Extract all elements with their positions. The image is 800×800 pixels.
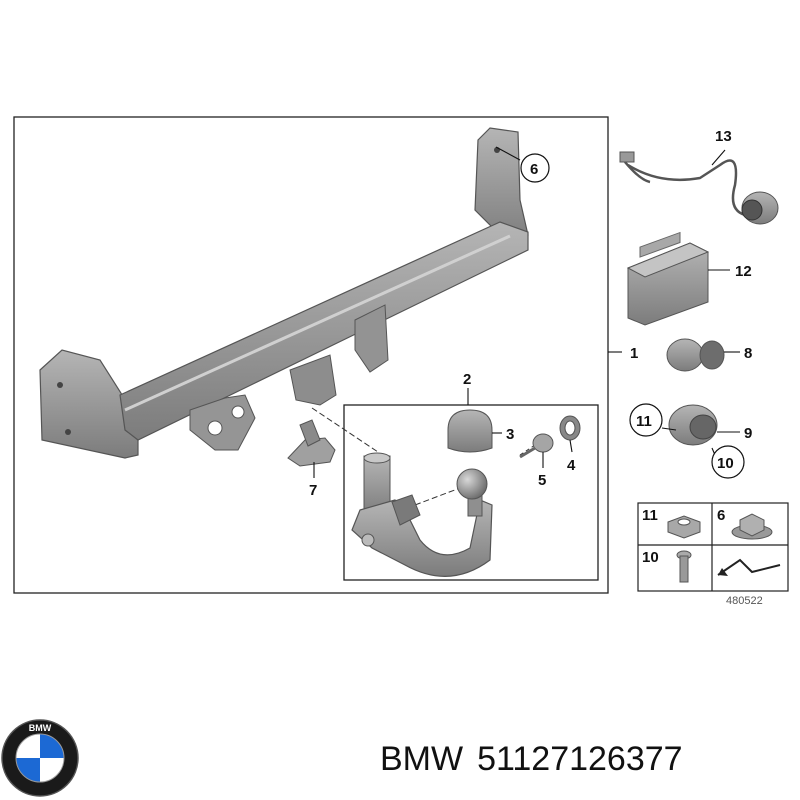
callout-4: 4	[567, 457, 576, 474]
callout-1: 1	[630, 345, 638, 362]
callout-12: 12	[735, 263, 752, 280]
legend-seal-icon	[717, 558, 781, 576]
part-13-wiring-harness	[619, 151, 779, 225]
part-9-socket	[668, 404, 718, 446]
leader-lines	[313, 146, 740, 478]
legend-nut-icon	[667, 515, 701, 539]
legend-flange-nut-icon	[731, 513, 773, 540]
callout-6: 6	[530, 161, 538, 178]
callout-11: 11	[636, 413, 652, 430]
legend-6: 6	[717, 507, 725, 524]
callout-7: 7	[309, 482, 317, 499]
callout-3: 3	[506, 426, 514, 443]
reference-number: 480522	[726, 595, 763, 607]
guide-line-3	[519, 444, 536, 456]
bmw-logo-lettering: BMW	[29, 723, 52, 733]
tow-bar-crossbeam	[39, 127, 529, 459]
part-12-control-module	[626, 231, 710, 326]
part-7-bracket	[287, 419, 336, 467]
bmw-logo: BMW	[1, 719, 79, 797]
callout-2: 2	[463, 371, 471, 388]
part-5-lock-bolt	[519, 433, 554, 459]
legend-grid	[637, 502, 789, 592]
guide-line-2	[414, 487, 461, 506]
part-8-socket	[666, 338, 725, 372]
callout-5: 5	[538, 472, 546, 489]
part-2-tow-hook	[351, 452, 493, 577]
callout-6-circle	[520, 153, 550, 183]
part-4-ring	[559, 415, 581, 441]
guide-line	[311, 407, 379, 453]
callout-10: 10	[717, 455, 734, 472]
inner-frame	[343, 404, 599, 581]
callout-10-circle	[711, 445, 745, 479]
callout-11-circle	[629, 403, 663, 437]
brand-name: BMW	[380, 740, 464, 778]
legend-bolt-icon	[676, 550, 692, 583]
legend-11: 11	[642, 507, 658, 524]
callout-8: 8	[744, 345, 752, 362]
callout-13: 13	[715, 128, 732, 145]
main-frame	[13, 116, 609, 594]
legend-10: 10	[642, 549, 659, 566]
callout-9: 9	[744, 425, 752, 442]
part-caption: BMW 51127126377	[380, 740, 697, 779]
part-number: 51127126377	[477, 740, 683, 778]
part-3-ball-cap	[447, 409, 493, 453]
